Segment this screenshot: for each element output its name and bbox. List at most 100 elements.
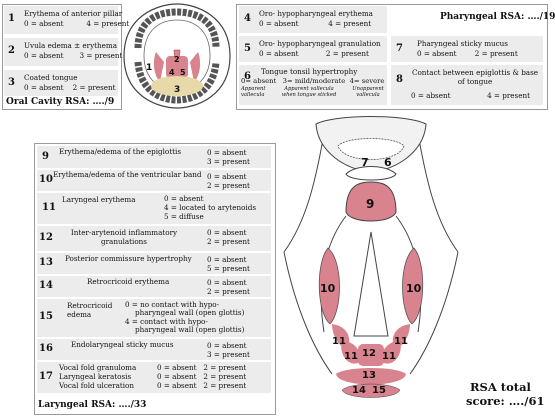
diagram-label-7: 7 bbox=[361, 156, 369, 169]
diagram-label-5: 5 bbox=[180, 68, 186, 77]
diagram-label-14: 14 bbox=[352, 385, 366, 396]
item-row-14: 14 Retrocricoid erythema 0 = absent 2 = … bbox=[37, 276, 271, 297]
item-score-0: 0 = no contact with hypo- bbox=[125, 300, 220, 309]
item-score-2: 4 = contact with hypo- bbox=[125, 317, 208, 326]
item-score-0: 0 = absent bbox=[164, 194, 204, 203]
item-number: 13 bbox=[39, 257, 53, 268]
item-scores: 0 = absent 2 = present bbox=[417, 49, 518, 58]
diagram-label-2: 2 bbox=[174, 55, 180, 64]
ventricular-band-left bbox=[318, 247, 340, 325]
item-row-7: 7 Pharyngeal sticky mucus 0 = absent 2 =… bbox=[391, 36, 543, 62]
item-scores: 0 = absent 4 = present bbox=[24, 19, 130, 28]
item-label: Laryngeal erythema bbox=[62, 195, 136, 204]
diagram-label-11-ul: 11 bbox=[332, 336, 346, 347]
item-sub-unapparent: Unapparent vallecula bbox=[352, 86, 384, 98]
diagram-label-10-right: 10 bbox=[406, 282, 422, 295]
item-row-9: 9 Erythema/edema of the epiglottis 0 = a… bbox=[37, 146, 271, 168]
item-label-3: Vocal fold ulceration bbox=[59, 381, 134, 390]
item-number: 2 bbox=[8, 45, 15, 56]
retrocricoid-area bbox=[336, 368, 406, 385]
diagram-label-9: 9 bbox=[366, 197, 374, 211]
item-score-0: 0 = absent bbox=[207, 172, 247, 181]
anterior-pillar-right bbox=[190, 52, 201, 82]
item-number: 7 bbox=[396, 43, 403, 54]
arytenoid-left-lower bbox=[341, 340, 361, 364]
item-score-1: 2 = present bbox=[207, 237, 250, 246]
epiglottis bbox=[345, 181, 397, 222]
item-number: 9 bbox=[42, 151, 49, 162]
item-row-15: 15 Retrocricoid edema 0 = no contact wit… bbox=[37, 299, 271, 337]
item-label: Contact between epiglottis & base of ton… bbox=[411, 68, 539, 86]
diagram-label-6: 6 bbox=[384, 156, 392, 169]
lingual-tonsil bbox=[337, 138, 405, 160]
vallecula bbox=[345, 166, 397, 181]
item-label: Erythema of anterior pillar bbox=[24, 9, 123, 18]
diagram-label-11-lr: 11 bbox=[382, 351, 396, 362]
item-score-1: 3 = present bbox=[207, 157, 250, 166]
pharynx-lower-right bbox=[409, 251, 459, 375]
item-number: 11 bbox=[42, 202, 56, 213]
item-scores: 0 = absent 3 = present bbox=[24, 51, 123, 60]
lower-teeth bbox=[134, 61, 220, 104]
item-score-0: 0 = absent bbox=[207, 278, 247, 287]
item-scores: 0 = absent 2 = present bbox=[24, 83, 116, 92]
item-label: Tongue tonsil hypertrophy bbox=[261, 67, 358, 76]
item-label: Posterior commissure hypertrophy bbox=[65, 254, 192, 263]
interarytenoid-area bbox=[358, 344, 384, 366]
laryngeal-score: Laryngeal RSA: …./33 bbox=[38, 400, 147, 410]
item-row-5: 5 Oro- hypopharyngeal granulation 0 = ab… bbox=[239, 36, 387, 62]
item-label: Oro- hypopharyngeal erythema bbox=[259, 9, 373, 18]
item-score-3: pharyngeal wall (open glottis) bbox=[135, 325, 245, 334]
item-label: Retrocricoid edema bbox=[67, 301, 113, 319]
uvula bbox=[173, 49, 181, 60]
item-row-4: 4 Oro- hypopharyngeal erythema 0 = absen… bbox=[239, 6, 387, 33]
diagram-label-3: 3 bbox=[174, 85, 180, 95]
pharynx-lower-left bbox=[283, 251, 333, 375]
item-label: Endolaryngeal sticky mucus bbox=[71, 340, 174, 349]
item-row-16: 16 Endolaryngeal sticky mucus 0 = absent… bbox=[37, 339, 271, 360]
diagram-label-11-ll: 11 bbox=[344, 351, 358, 362]
item-score-1: 2 = present bbox=[207, 181, 250, 190]
upper-teeth bbox=[134, 8, 220, 49]
item-label: Coated tongue bbox=[24, 73, 78, 82]
item-score-0: 0 = absent bbox=[207, 228, 247, 237]
item-label-2: Laryngeal keratosis bbox=[59, 372, 132, 381]
item-row-2: 2 Uvula edema ± erythema 0 = absent 3 = … bbox=[4, 38, 122, 66]
item-scores: 0 = absent 2 = present bbox=[259, 49, 369, 58]
item-sub-apparent-sticked: Apparent vallecula when tongue sticked bbox=[281, 86, 337, 98]
item-number: 15 bbox=[39, 311, 53, 322]
item-scores: 0 = absent 4 = present bbox=[411, 91, 530, 100]
diagram-label-4: 4 bbox=[169, 68, 175, 77]
item-score-1: 5 = present bbox=[207, 264, 250, 273]
item-number: 5 bbox=[244, 43, 251, 54]
item-label: Uvula edema ± erythema bbox=[24, 41, 118, 50]
pharyngeal-score: Pharyngeal RSA: …./19 bbox=[440, 12, 555, 22]
item-row-1: 1 Erythema of anterior pillar 0 = absent… bbox=[4, 6, 129, 34]
item-number: 12 bbox=[39, 232, 53, 243]
rsa-total-line1: RSA total bbox=[470, 380, 531, 394]
anterior-pillar-left bbox=[153, 52, 164, 82]
item-sub-apparent: Apparent vallecula bbox=[241, 86, 266, 98]
item-score-1: pharyngeal wall (open glottis) bbox=[135, 308, 245, 317]
item-score-1: 0 = absent 2 = present bbox=[157, 372, 247, 381]
item-row-3: 3 Coated tongue 0 = absent 2 = present bbox=[4, 70, 118, 96]
item-label: Inter-arytenoid inflammatory granulation… bbox=[70, 228, 178, 246]
item-row-13: 13 Posterior commissure hypertrophy 0 = … bbox=[37, 253, 271, 274]
item-label: Erythema/edema of the ventricular band bbox=[53, 170, 202, 179]
item-number: 8 bbox=[396, 74, 403, 85]
item-scores: 0 = absent 4 = present bbox=[259, 19, 372, 28]
diagram-label-10-left: 10 bbox=[320, 282, 336, 295]
item-number: 1 bbox=[8, 13, 15, 24]
item-number: 14 bbox=[39, 280, 53, 291]
item-score-1: 4 = located to arytenoids bbox=[164, 203, 257, 212]
item-label: Pharyngeal sticky mucus bbox=[417, 39, 508, 48]
coated-tongue bbox=[151, 76, 203, 96]
item-row-6: 6 Tongue tonsil hypertrophy 0= absent 3=… bbox=[239, 65, 387, 105]
diagram-label-12: 12 bbox=[362, 348, 376, 359]
item-score-1: 3 = present bbox=[207, 350, 250, 359]
mouth-diagram: 1 2 4 5 3 bbox=[123, 3, 231, 109]
item-score-0: 0 = absent 2 = present bbox=[157, 363, 247, 372]
item-score-0: 0 = absent bbox=[207, 255, 247, 264]
diagram-label-11-ur: 11 bbox=[394, 336, 408, 347]
oral-cavity-score: Oral Cavity RSA: …./9 bbox=[6, 97, 115, 107]
